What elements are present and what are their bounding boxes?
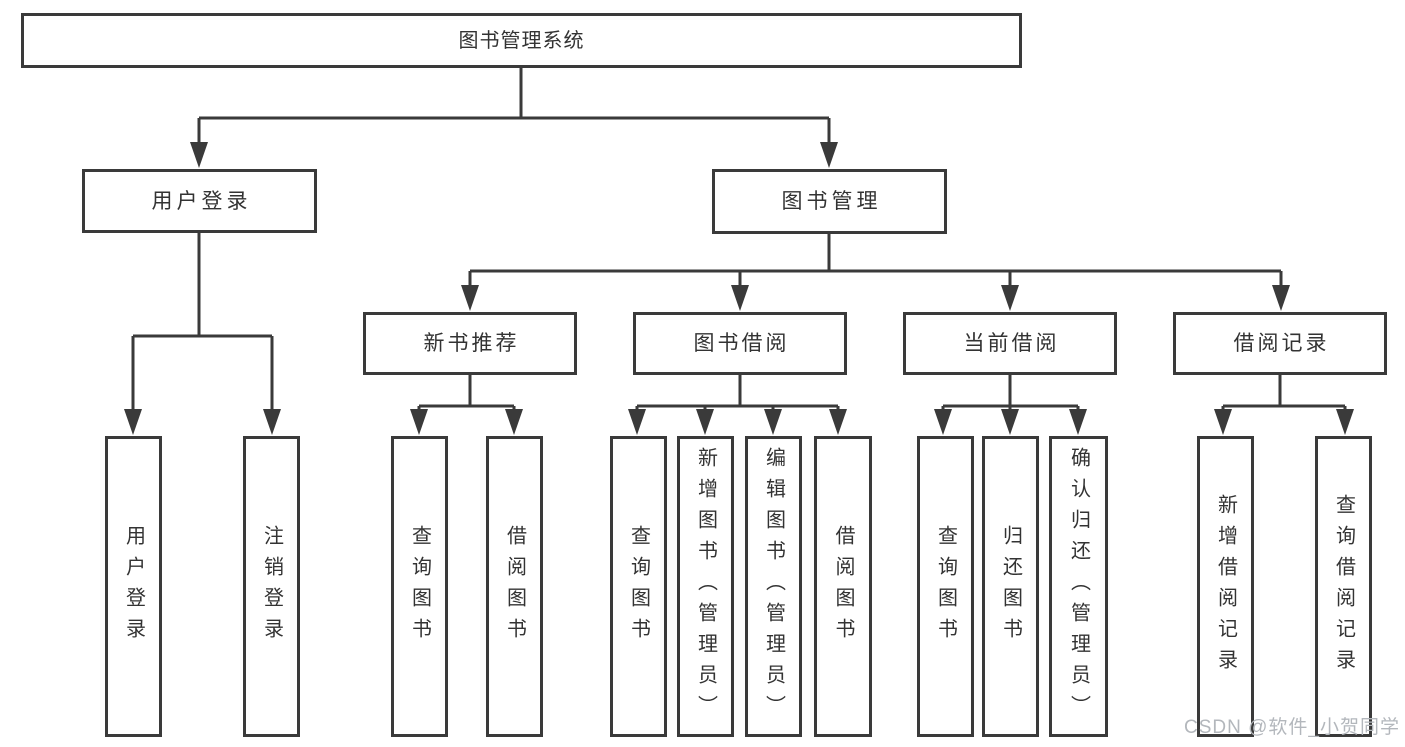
node-new-book-recommend: 新书推荐 xyxy=(363,312,577,375)
node-user-login: 用户登录 xyxy=(82,169,317,233)
node-label: 注销登录 xyxy=(260,524,283,649)
connector-current-borrow xyxy=(941,375,1080,411)
connector-root xyxy=(197,68,831,144)
node-label: 图书管理系统 xyxy=(458,29,585,52)
arrow-icon xyxy=(731,285,749,311)
leaf-logout: 注销登录 xyxy=(243,436,300,737)
arrow-icon xyxy=(1336,409,1354,435)
arrow-icon xyxy=(410,409,428,435)
node-label: 图书借阅 xyxy=(693,332,790,355)
arrow-icon xyxy=(829,409,847,435)
node-label: 借阅记录 xyxy=(1233,332,1330,355)
arrow-icon xyxy=(1214,409,1232,435)
node-book-borrowing: 图书借阅 xyxy=(633,312,847,375)
leaf-edit-books-admin: 编辑图书（管理员） xyxy=(745,436,802,737)
leaf-query-books-recommend: 查询图书 xyxy=(391,436,448,737)
node-label: 图书管理 xyxy=(781,190,882,213)
node-book-management: 图书管理 xyxy=(712,169,947,234)
arrow-icon xyxy=(934,409,952,435)
leaf-add-books-admin: 新增图书（管理员） xyxy=(677,436,734,737)
arrow-icon xyxy=(124,409,142,435)
node-current-borrowing: 当前借阅 xyxy=(903,312,1117,375)
leaf-borrow-books: 借阅图书 xyxy=(814,436,872,737)
node-label: 查询图书 xyxy=(408,524,431,649)
leaf-query-borrow-record: 查询借阅记录 xyxy=(1315,436,1372,737)
arrow-icon xyxy=(505,409,523,435)
node-label: 查询借阅记录 xyxy=(1332,493,1355,680)
node-label: 用户登录 xyxy=(122,524,145,649)
arrow-icon xyxy=(1001,409,1019,435)
connector-book-borrow xyxy=(635,375,840,411)
node-root-system: 图书管理系统 xyxy=(21,13,1022,68)
arrow-icon xyxy=(820,142,838,168)
node-label: 借阅图书 xyxy=(832,524,854,649)
arrow-icon xyxy=(263,409,281,435)
node-label: 查询图书 xyxy=(934,524,957,649)
node-label: 新书推荐 xyxy=(423,332,520,355)
arrow-icon xyxy=(461,285,479,311)
arrow-icon xyxy=(1069,409,1087,435)
leaf-return-books: 归还图书 xyxy=(982,436,1039,737)
arrow-icon xyxy=(1272,285,1290,311)
arrow-icon xyxy=(190,142,208,168)
node-borrowing-records: 借阅记录 xyxy=(1173,312,1387,375)
arrow-icon xyxy=(696,409,714,435)
node-label: 用户登录 xyxy=(151,189,252,213)
node-label: 归还图书 xyxy=(999,524,1022,649)
node-label: 确认归还（管理员） xyxy=(1067,447,1090,726)
node-label: 查询图书 xyxy=(627,524,650,649)
leaf-confirm-return-admin: 确认归还（管理员） xyxy=(1049,436,1108,737)
connector-borrow-records xyxy=(1221,375,1347,411)
node-label: 借阅图书 xyxy=(503,524,526,649)
connector-user-login xyxy=(131,233,274,411)
leaf-query-books-current: 查询图书 xyxy=(917,436,974,737)
csdn-watermark: CSDN @软件_小贺同学 xyxy=(1184,717,1400,738)
connector-book-mgmt xyxy=(468,234,1283,287)
leaf-add-borrow-record: 新增借阅记录 xyxy=(1197,436,1254,737)
leaf-borrow-books-recommend: 借阅图书 xyxy=(486,436,543,737)
node-label: 编辑图书（管理员） xyxy=(762,447,785,726)
node-label: 当前借阅 xyxy=(963,332,1060,355)
arrow-icon xyxy=(628,409,646,435)
arrow-icon xyxy=(764,409,782,435)
node-label: 新增借阅记录 xyxy=(1214,493,1237,680)
connector-new-book xyxy=(417,375,516,411)
node-label: 新增图书（管理员） xyxy=(694,447,717,726)
leaf-query-books-borrow: 查询图书 xyxy=(610,436,667,737)
arrow-icon xyxy=(1001,285,1019,311)
leaf-user-login: 用户登录 xyxy=(105,436,162,737)
